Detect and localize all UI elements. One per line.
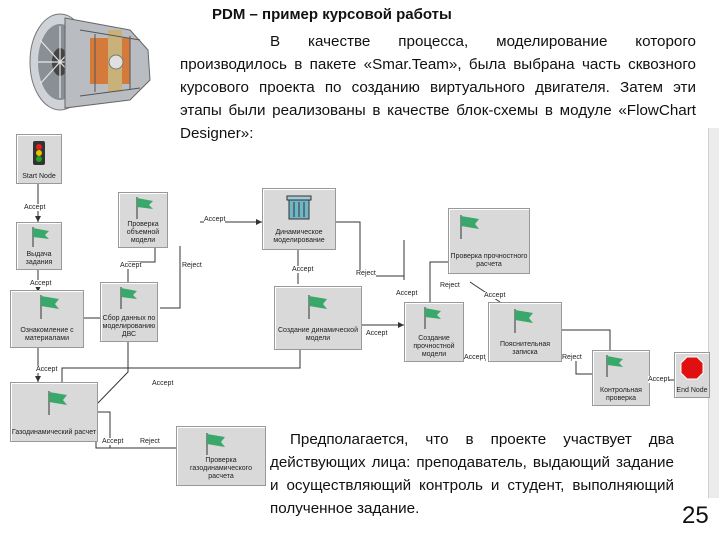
flag-icon — [606, 355, 623, 377]
flag-icon — [32, 227, 49, 247]
jet-engine-image — [29, 13, 151, 111]
flag-icon — [206, 433, 225, 455]
flag-icon — [120, 287, 137, 309]
dyn-modeling-node[interactable]: Динамическое моделирование — [262, 188, 336, 250]
edge-label-accept: Accept — [30, 280, 52, 287]
create-dyn-node[interactable]: Создание динамической модели — [274, 286, 362, 350]
task-node-label: Выдача задания — [25, 251, 53, 266]
explanatory-note-node[interactable]: Пояснительная записка — [488, 302, 562, 362]
control-check-node-label: Контрольная проверка — [600, 387, 642, 402]
edge-label-accept: Accept — [366, 330, 388, 337]
familiarize-node[interactable]: Ознакомление с материалами — [10, 290, 84, 348]
gas-dynamic-node-label: Газодинамический расчет — [11, 429, 97, 436]
flag-icon — [460, 215, 479, 239]
edge-label-accept: Accept — [102, 438, 124, 445]
end-node-label: End Node — [676, 387, 708, 394]
diagram-scrollbar[interactable] — [708, 128, 719, 498]
check-strength-node[interactable]: Проверка прочностного расчета — [448, 208, 530, 274]
edge-label-accept: Accept — [648, 376, 670, 383]
stop-sign-icon — [680, 356, 704, 380]
task-node[interactable]: Выдача задания — [16, 222, 62, 270]
check-volume-node-label: Проверка объемной модели — [126, 221, 160, 244]
familiarize-node-label: Ознакомление с материалами — [20, 327, 74, 342]
check-strength-node-label: Проверка прочностного расчета — [450, 253, 528, 268]
edge-label-accept: Accept — [204, 216, 226, 223]
bottom-paragraph: Предполагается, что в проекте участвует … — [270, 428, 674, 520]
check-volume-node[interactable]: Проверка объемной модели — [118, 192, 168, 248]
flag-icon — [424, 307, 441, 329]
edge-label-reject: Reject — [562, 354, 582, 361]
dyn-modeling-node-label: Динамическое моделирование — [273, 229, 325, 244]
flag-icon — [136, 197, 153, 219]
edge-label-accept: Accept — [464, 354, 486, 361]
explanatory-note-node-label: Пояснительная записка — [499, 341, 551, 356]
flag-icon — [514, 309, 533, 333]
slide-title: PDM – пример курсовой работы — [212, 6, 452, 23]
create-dyn-node-label: Создание динамической модели — [278, 327, 358, 342]
intro-paragraph: В качестве процесса, моделирование котор… — [180, 33, 696, 142]
edge-label-reject: Reject — [140, 438, 160, 445]
flag-icon — [308, 295, 327, 319]
page-number: 25 — [682, 502, 709, 529]
create-strength-node[interactable]: Создание прочностной модели — [404, 302, 464, 362]
create-strength-node-label: Создание прочностной модели — [413, 335, 455, 358]
trash-can-icon — [286, 195, 312, 220]
edge-label-reject: Reject — [182, 262, 202, 269]
check-gas-dynamic-node[interactable]: Проверка газодинамического расчета — [176, 426, 266, 486]
check-gas-dynamic-node-label: Проверка газодинамического расчета — [190, 457, 252, 480]
edge-label-accept: Accept — [484, 292, 506, 299]
end-node[interactable]: End Node — [674, 352, 710, 398]
edge-label-accept: Accept — [36, 366, 58, 373]
control-check-node[interactable]: Контрольная проверка — [592, 350, 650, 406]
edge-label-reject: Reject — [356, 270, 376, 277]
start-node-label: Start Node — [22, 173, 56, 180]
collect-data-node[interactable]: Сбор данных по моделированию ДВС — [100, 282, 158, 342]
edge-label-accept: Accept — [24, 204, 46, 211]
traffic-light-icon — [33, 141, 45, 165]
flag-icon — [40, 295, 59, 319]
edge-label-accept: Accept — [120, 262, 142, 269]
edge-label-accept: Accept — [292, 266, 314, 273]
gas-dynamic-node[interactable]: Газодинамический расчет — [10, 382, 98, 442]
edge-label-accept: Accept — [396, 290, 418, 297]
edge-label-accept: Accept — [152, 380, 174, 387]
edge-label-reject: Reject — [440, 282, 460, 289]
start-node[interactable]: Start Node — [16, 134, 62, 184]
flag-icon — [48, 391, 67, 415]
collect-data-node-label: Сбор данных по моделированию ДВС — [102, 315, 156, 338]
